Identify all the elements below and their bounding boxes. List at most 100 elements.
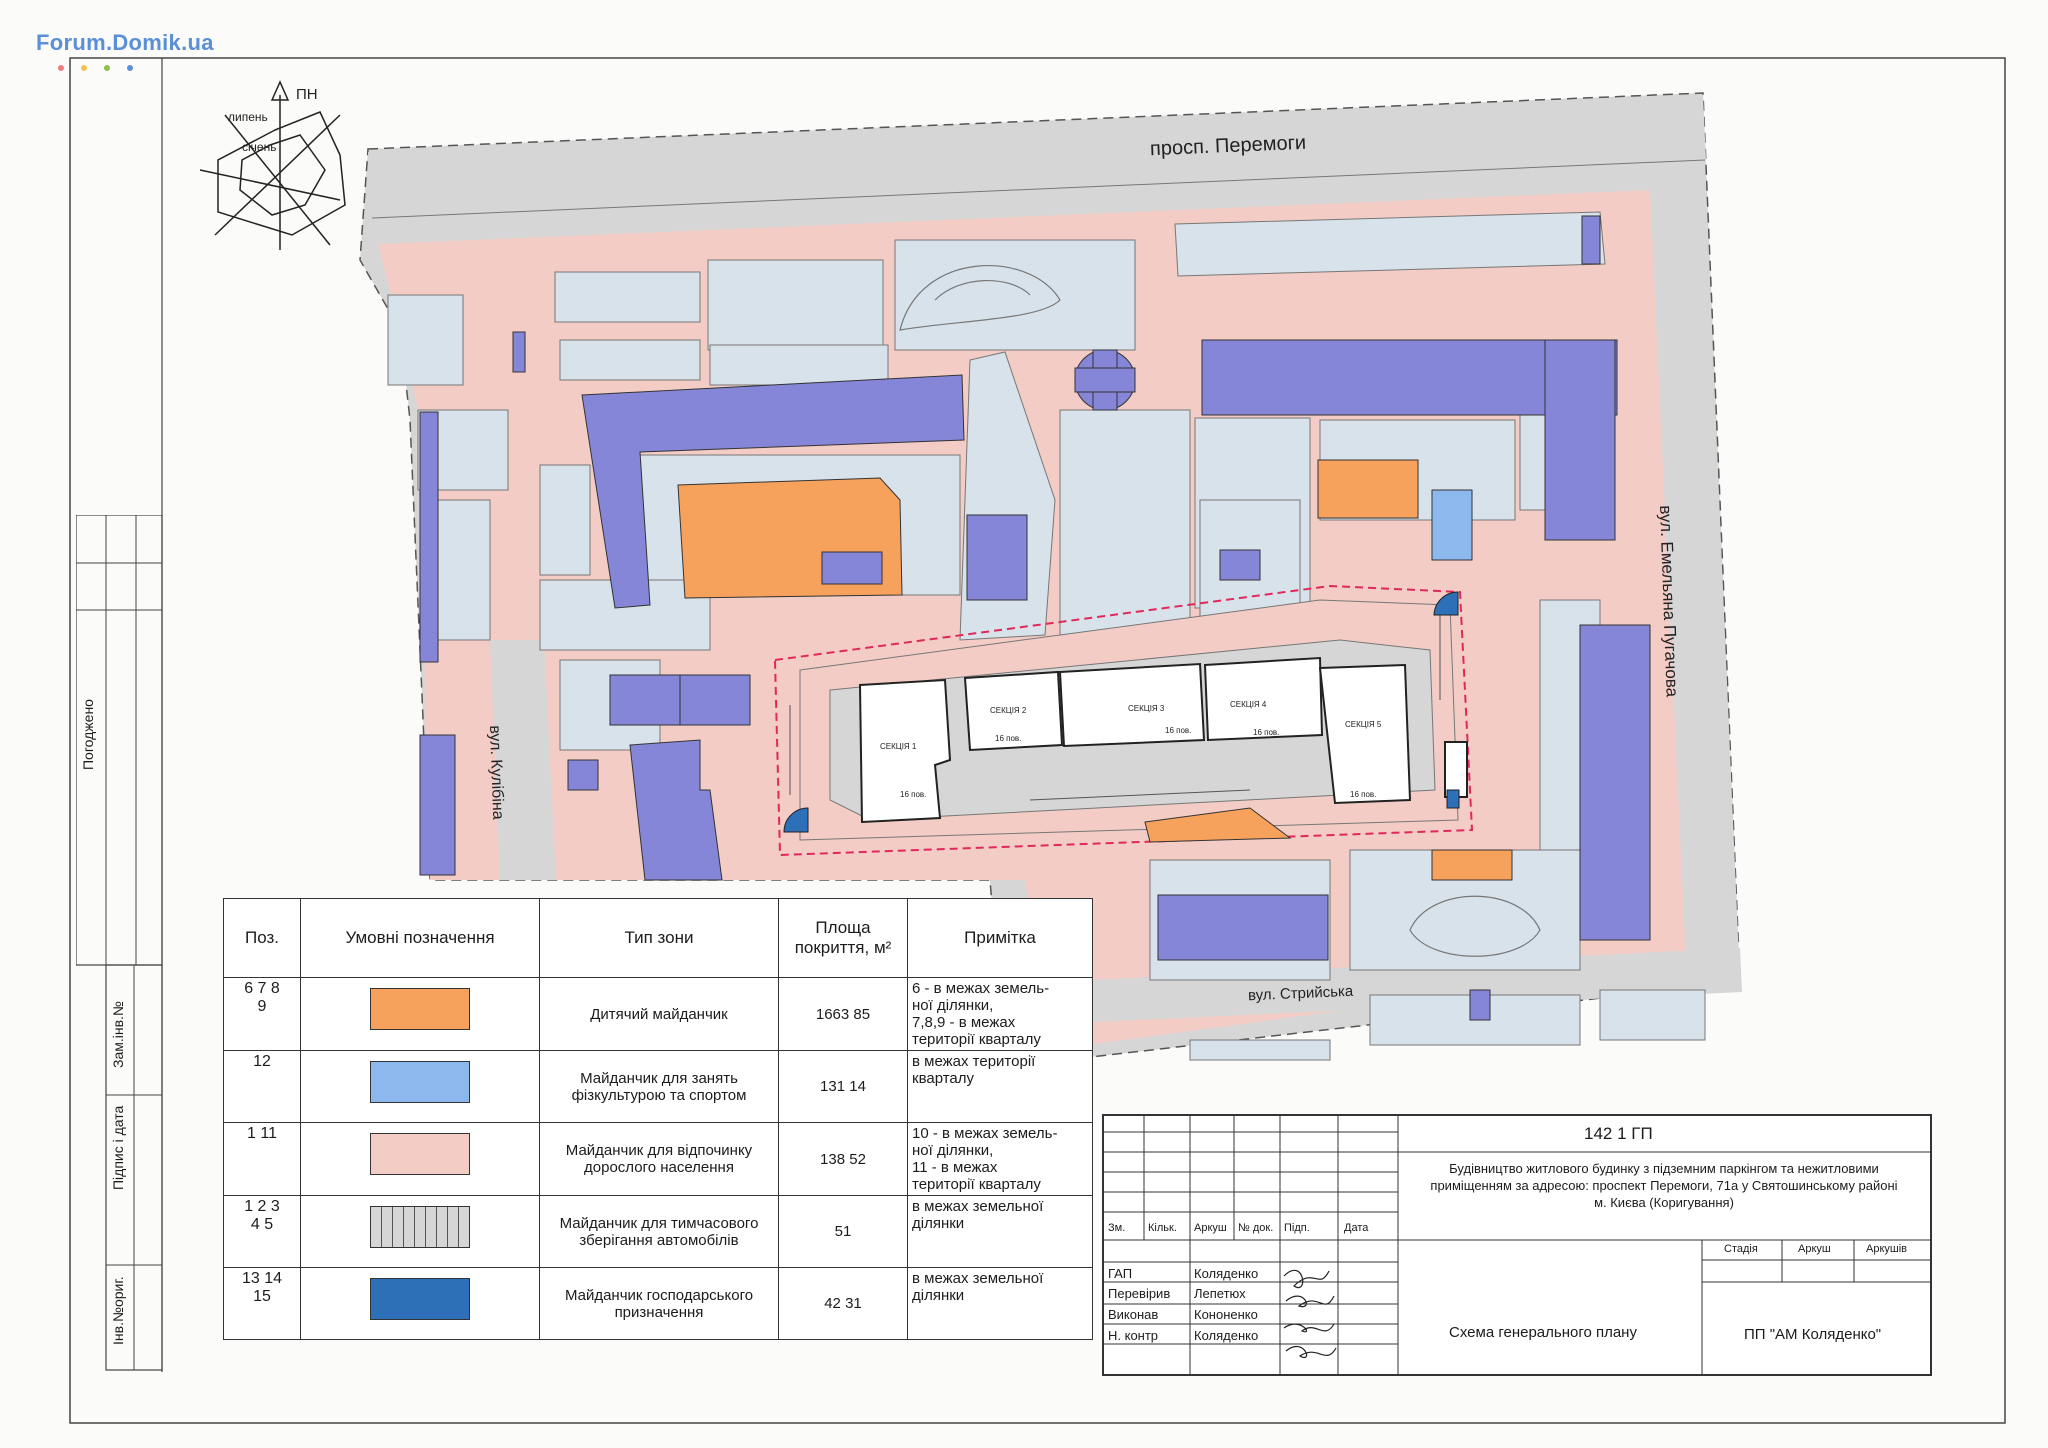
floors-label: 16 пов. (900, 790, 927, 799)
legend-swatch-cell (300, 1195, 540, 1268)
swatch-parking (370, 1206, 470, 1248)
legend-header-pos: Поз. (223, 898, 301, 978)
legend-row: 1 11 Майданчик для відпочинку дорослого … (223, 1122, 1093, 1196)
role-performed: Виконав (1108, 1307, 1159, 1322)
floors-label: 16 пов. (1253, 728, 1280, 737)
legend-area: 131 14 (778, 1050, 908, 1123)
legend-swatch-cell (300, 1122, 540, 1196)
drawing-frame (69, 57, 2006, 1424)
pugachova-street (1657, 178, 1740, 984)
utility-platforms (783, 591, 1460, 833)
project-sections (858, 656, 1468, 824)
legend-row: 13 14 15 Майданчик господарського призна… (223, 1267, 1093, 1340)
title-block-grid (1104, 1116, 1930, 1374)
legend-header-note: Примітка (907, 898, 1093, 978)
legend-table: Поз. Умовні позначення Тип зони Площа по… (223, 898, 1093, 1340)
legend-row: 1 2 3 4 5 Майданчик для тимчасового збер… (223, 1195, 1093, 1268)
role-checked: Перевірив (1108, 1286, 1171, 1301)
yards (387, 211, 1706, 1061)
col-header-sheet: Аркуш (1194, 1222, 1227, 1234)
name-performed: Кононенко (1194, 1307, 1258, 1322)
section-label-4: СЕКЦІЯ 4 (1230, 700, 1267, 709)
legend-zone: Дитячий майданчик (539, 977, 779, 1051)
col-header-doc: № док. (1238, 1222, 1274, 1234)
legend-header-area: Площа покриття, м² (778, 898, 908, 978)
legend-note: в межах земельної ділянки (907, 1195, 1093, 1268)
terrace-strip (1144, 807, 1292, 843)
swatch-utility (370, 1278, 470, 1320)
stage-header: Аркуш (1798, 1243, 1831, 1255)
col-header-date: Дата (1344, 1222, 1369, 1234)
company-name: ПП "АМ Коляденко" (1744, 1326, 1882, 1343)
sports-ground (1431, 489, 1473, 561)
floors-label: 16 пов. (1350, 790, 1377, 799)
role-norm-control: Н. контр (1108, 1328, 1159, 1343)
legend-note: 10 - в межах земель- ної ділянки, 11 - в… (907, 1122, 1093, 1196)
street-label-kulibina: вул. Кулібіна (486, 725, 507, 820)
drawing-name: Схема генерального плану (1449, 1324, 1637, 1341)
legend-header-row: Поз. Умовні позначення Тип зони Площа по… (223, 898, 1093, 978)
legend-pos: 13 14 15 (223, 1267, 301, 1340)
watermark: Forum.Domik.ua (36, 30, 214, 55)
park-walkway (899, 264, 1541, 957)
swatch-playground (370, 988, 470, 1030)
name-gap: Коляденко (1194, 1266, 1259, 1281)
parking-spaces (789, 610, 1441, 801)
watermark-dot (104, 65, 110, 71)
watermark-dot (81, 65, 87, 71)
swatch-rest-area (370, 1133, 470, 1175)
project-title: Будівництво житлового будинку з підземни… (1430, 1161, 1898, 1210)
stage-header: Стадія (1724, 1243, 1758, 1255)
legend-note: в межах території кварталу (907, 1050, 1093, 1123)
legend-pos: 1 11 (223, 1122, 301, 1196)
floors-label: 16 пов. (1165, 726, 1192, 735)
legend-note: 6 - в межах земель- ної ділянки, 7,8,9 -… (907, 977, 1093, 1051)
title-block: 142 1 ГП Будівництво житлового будинку з… (1102, 1114, 1932, 1376)
swatch-sports (370, 1061, 470, 1103)
church-building (1074, 349, 1136, 411)
stage-header: Аркушів (1866, 1243, 1908, 1255)
legend-swatch-cell (300, 977, 540, 1051)
legend-area: 138 52 (778, 1122, 908, 1196)
col-header-change: Зм. (1108, 1222, 1126, 1234)
legend-zone: Майданчик для тимчасового зберігання авт… (539, 1195, 779, 1268)
legend-row: 12 Майданчик для занять фізкультурою та … (223, 1050, 1093, 1123)
legend-zone: Майданчик для занять фізкультурою та спо… (539, 1050, 779, 1123)
legend-pos: 12 (223, 1050, 301, 1123)
neighbour-buildings (419, 215, 1651, 1021)
boulevard-band (368, 96, 1706, 218)
role-gap: ГАП (1108, 1266, 1133, 1281)
legend-header-symbol: Умовні позначення (300, 898, 540, 978)
compass-north-label: ПН (296, 86, 318, 103)
wind-rose (199, 80, 346, 250)
legend-note: в межах земельної ділянки (907, 1267, 1093, 1340)
legend-pos: 1 2 3 4 5 (223, 1195, 301, 1268)
kulibina-street (490, 640, 556, 880)
watermark-dot (127, 65, 133, 71)
legend-row: 6 7 8 9 Дитячий майданчик 1663 85 6 - в … (223, 977, 1093, 1051)
section-label-2: СЕКЦІЯ 2 (990, 706, 1027, 715)
section-label-3: СЕКЦІЯ 3 (1128, 704, 1165, 713)
col-header-sign: Підп. (1284, 1222, 1310, 1234)
legend-area: 1663 85 (778, 977, 908, 1051)
signatures (1283, 1269, 1337, 1359)
side-stamp-grid (76, 515, 163, 1371)
watermark-dots (58, 58, 150, 76)
project-site-boundary (773, 584, 1474, 857)
section-label-5: СЕКЦІЯ 5 (1345, 720, 1382, 729)
compass-january-label: січень (242, 140, 277, 154)
legend-pos: 6 7 8 9 (223, 977, 301, 1051)
legend-zone: Майданчик для відпочинку дорослого насел… (539, 1122, 779, 1196)
name-norm-control: Коляденко (1194, 1328, 1259, 1343)
legend-swatch-cell (300, 1267, 540, 1340)
floors-label: 16 пов. (995, 734, 1022, 743)
legend-zone: Майданчик господарського призначення (539, 1267, 779, 1340)
watermark-dot (58, 65, 64, 71)
col-header-qty: Кільк. (1148, 1222, 1177, 1234)
drawing-code: 142 1 ГП (1584, 1124, 1653, 1143)
compass-july-label: липень (228, 110, 268, 124)
legend-area: 42 31 (778, 1267, 908, 1340)
legend-area: 51 (778, 1195, 908, 1268)
section-label-1: СЕКЦІЯ 1 (880, 742, 917, 751)
legend-header-zone: Тип зони (539, 898, 779, 978)
